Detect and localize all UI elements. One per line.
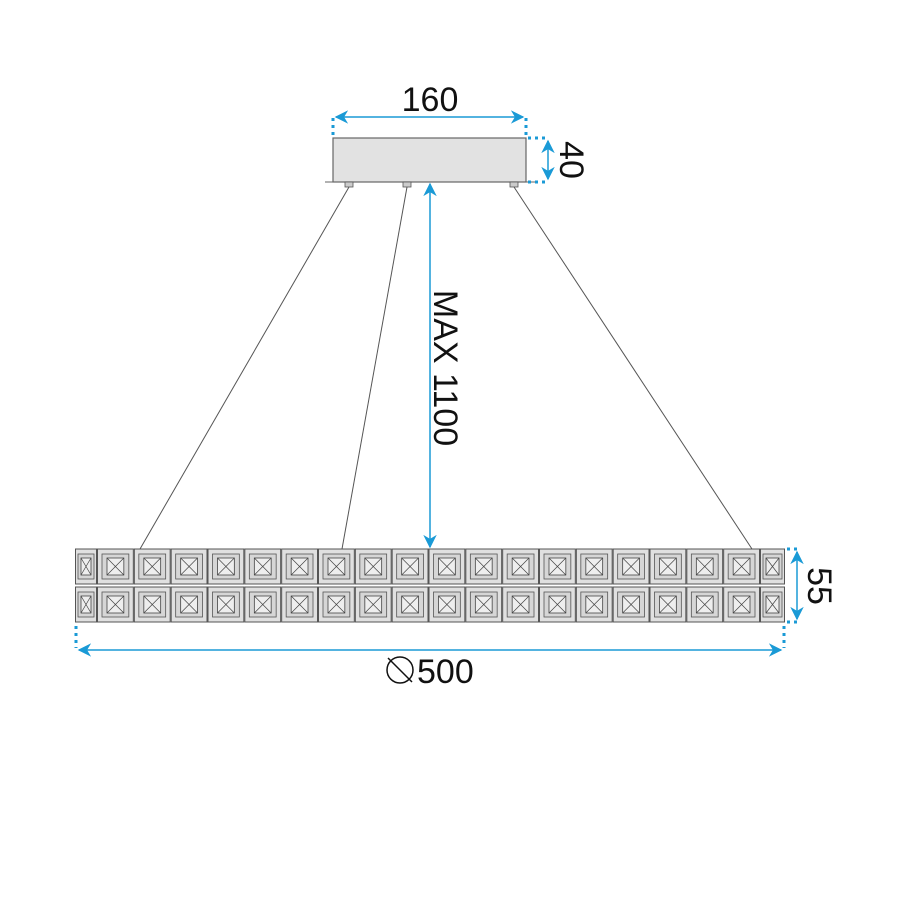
crystal-cell: [723, 548, 761, 585]
crystal-cell: [539, 586, 576, 623]
diameter-icon: [386, 656, 414, 684]
suspension-cables: [139, 186, 753, 550]
crystal-cell: [318, 548, 355, 585]
crystal-cell: [760, 548, 785, 585]
dimension-ring-diameter: 500: [74, 626, 786, 691]
crystal-cell: [428, 548, 466, 585]
crystal-cell: [354, 548, 392, 585]
crystal-cell: [133, 586, 171, 623]
crystal-cell: [391, 548, 429, 585]
crystal-cell: [281, 548, 318, 585]
crystal-cell: [133, 548, 171, 585]
crystal-cell: [575, 548, 613, 585]
crystal-cell: [539, 548, 576, 585]
max-drop-label: MAX 1100: [426, 290, 464, 446]
crystal-cell: [75, 548, 97, 585]
crystal-cell: [649, 548, 687, 585]
crystal-cell: [75, 586, 97, 623]
crystal-cell: [428, 586, 466, 623]
crystal-cell: [244, 548, 282, 585]
crystal-cell: [170, 548, 208, 585]
crystal-cell: [354, 586, 392, 623]
crystal-cell: [97, 548, 134, 585]
canopy-width-label: 160: [402, 81, 459, 119]
crystal-cell: [318, 586, 355, 623]
dimension-ring-height: 55: [787, 547, 838, 624]
canopy-height-label: 40: [552, 141, 590, 179]
crystal-cell: [686, 548, 724, 585]
ring-diameter-label: 500: [417, 653, 474, 691]
crystal-cell: [391, 586, 429, 623]
crystal-cell: [760, 586, 785, 623]
crystal-cell: [723, 586, 761, 623]
crystal-cell: [502, 548, 539, 585]
crystal-cell: [170, 586, 208, 623]
crystal-cell: [207, 548, 245, 585]
crystal-cell: [97, 586, 134, 623]
dimension-canopy-width: 160: [331, 81, 528, 136]
crystal-cell: [686, 586, 724, 623]
crystal-cell: [281, 586, 318, 623]
crystal-cell: [612, 548, 650, 585]
dimension-max-drop: MAX 1100: [423, 182, 464, 549]
crystal-cell: [575, 586, 613, 623]
crystal-cell: [244, 586, 282, 623]
crystal-cell: [465, 586, 503, 623]
crystal-cell: [612, 586, 650, 623]
canopy: [325, 137, 535, 188]
crystal-cell: [465, 548, 503, 585]
crystal-cell: [502, 586, 539, 623]
dimension-canopy-height: 40: [528, 136, 590, 184]
crystal-cell: [207, 586, 245, 623]
crystal-cell: [649, 586, 687, 623]
ring-body: [75, 548, 785, 623]
ring-height-label: 55: [800, 567, 838, 605]
